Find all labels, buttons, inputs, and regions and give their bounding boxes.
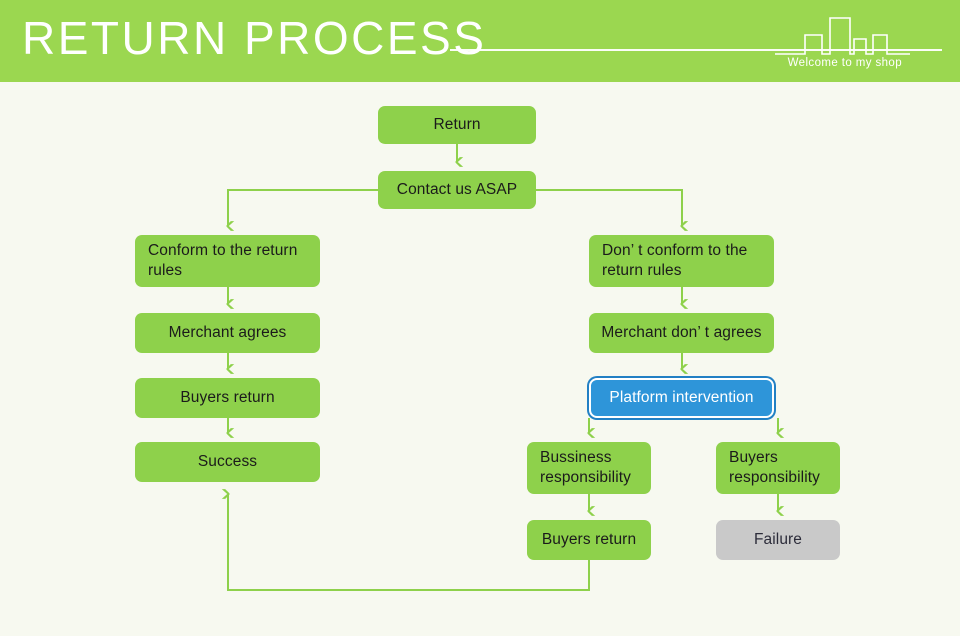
node-label: Buyers responsibility (729, 449, 820, 486)
node-label: Buyers return (541, 531, 637, 548)
node-contact-us-asap[interactable]: Contact us ASAP (378, 171, 536, 209)
node-label: Success (197, 453, 258, 470)
node-return[interactable]: Return (378, 106, 536, 144)
node-bussiness-responsibility[interactable]: Bussiness responsibility (527, 442, 651, 494)
node-label: Contact us ASAP (396, 181, 518, 198)
node-buyers-responsibility[interactable]: Buyers responsibility (716, 442, 840, 494)
city-skyline-icon (775, 17, 910, 55)
node-platform-intervention[interactable]: Platform intervention (589, 378, 774, 418)
node-label: Return (433, 116, 481, 133)
node-label: Merchant agrees (168, 324, 287, 341)
node-merchant-agrees[interactable]: Merchant agrees (135, 313, 320, 353)
node-dont-conform-to-return-rules[interactable]: Don’ t conform to the return rules (589, 235, 774, 287)
page-header: RETURN PROCESS Welcome to my shop (0, 0, 960, 82)
edge-contact-to-conform (228, 189, 378, 226)
page-title: RETURN PROCESS (22, 12, 487, 64)
node-buyers-return-left[interactable]: Buyers return (135, 378, 320, 418)
node-merchant-dont-agrees[interactable]: Merchant don’ t agrees (589, 313, 774, 353)
flowchart-canvas: Return Contact us ASAP Conform to the re… (0, 82, 960, 636)
node-failure[interactable]: Failure (716, 520, 840, 560)
flowchart-connectors (0, 144, 960, 591)
node-label: Platform intervention (609, 389, 754, 406)
header-divider-rule (450, 49, 942, 51)
node-label: Failure (753, 531, 803, 548)
node-success[interactable]: Success (135, 442, 320, 482)
node-buyers-return-middle[interactable]: Buyers return (527, 520, 651, 560)
edge-contact-to-not-conform (536, 189, 682, 226)
node-label: Merchant don’ t agrees (601, 324, 762, 341)
node-label: Don’ t conform to the return rules (602, 242, 748, 279)
edge-buyers-return-to-success-loop (228, 494, 590, 591)
node-conform-to-return-rules[interactable]: Conform to the return rules (135, 235, 320, 287)
node-label: Buyers return (180, 389, 275, 406)
header-tagline: Welcome to my shop (787, 57, 902, 69)
node-label: Conform to the return rules (148, 242, 298, 279)
node-label: Bussiness responsibility (540, 449, 631, 486)
